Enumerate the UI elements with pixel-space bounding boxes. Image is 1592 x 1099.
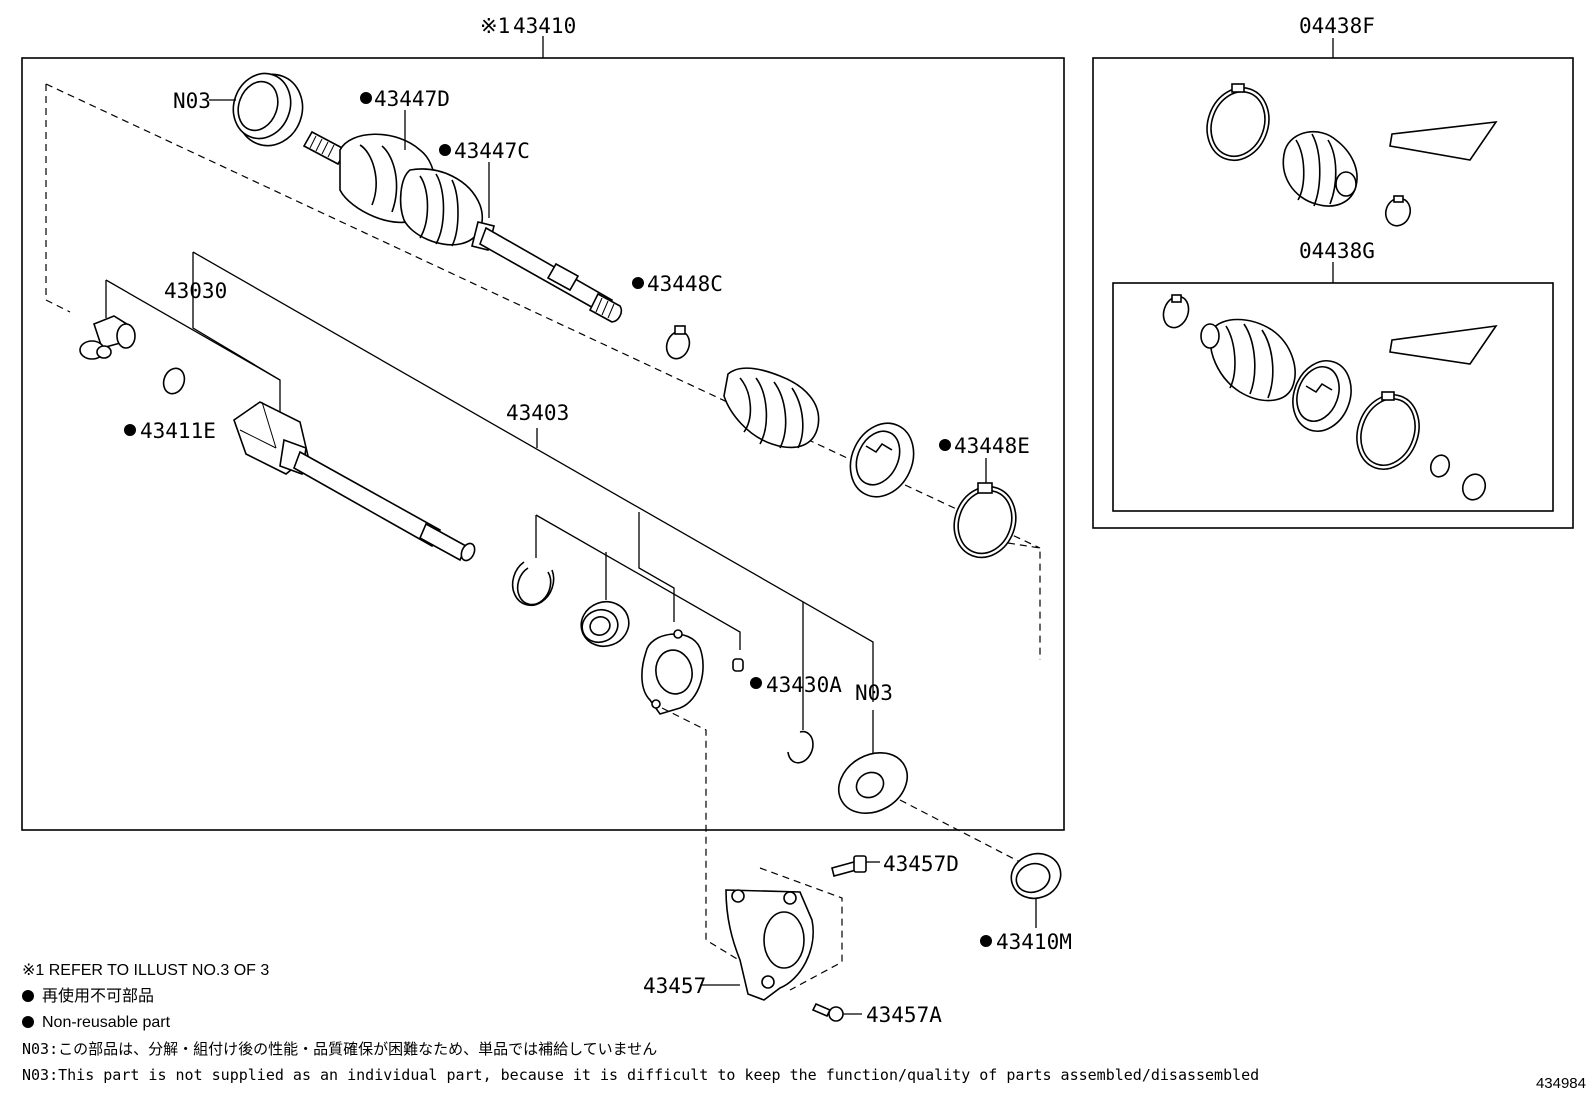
label-04438G[interactable]: 04438G (1299, 239, 1375, 263)
kit-f-clamp-large[interactable] (1197, 79, 1279, 169)
bearing[interactable] (575, 595, 635, 653)
dashed-guide-right (1007, 542, 1041, 660)
label-43448E[interactable]: 43448E (954, 434, 1030, 458)
bracket-43457[interactable] (725, 889, 814, 1001)
legend-jp: 再使用不可部品 (42, 988, 155, 1005)
label-n03-top[interactable]: N03 (173, 89, 211, 113)
outer-boot[interactable] (723, 367, 820, 449)
label-43457A[interactable]: 43457A (866, 1003, 942, 1027)
non-reusable-dot-43448e (939, 439, 951, 451)
outboard-cv-shaft[interactable] (302, 130, 623, 323)
non-reusable-dot-43411e (124, 424, 136, 436)
non-reusable-dot-43430a (750, 677, 762, 689)
leader-pin (535, 514, 741, 650)
note-refer: ※1 REFER TO ILLUST NO.3 OF 3 (22, 962, 270, 979)
kit-g-clamp-large[interactable] (1347, 386, 1429, 478)
label-43410M[interactable]: 43410M (996, 930, 1072, 954)
label-43430A[interactable]: 43430A (766, 673, 842, 697)
non-reusable-dot-43448c (632, 277, 644, 289)
label-n03-lower[interactable]: N03 (855, 681, 893, 705)
kit-g-ring-1[interactable] (1428, 453, 1452, 480)
legend-en-row: Non-reusable part (22, 1010, 1259, 1036)
label-43030[interactable]: 43030 (164, 279, 227, 303)
kit-f-clamp-small[interactable] (1382, 195, 1414, 230)
label-04438F[interactable]: 04438F (1299, 14, 1375, 38)
seal-43410m[interactable] (1005, 847, 1067, 905)
kit-f-grease-pack[interactable] (1389, 121, 1498, 161)
dashed-to-bracket (661, 707, 743, 963)
outer-joint-housing[interactable] (839, 413, 925, 507)
leader-43403-main (192, 251, 874, 702)
kit-g-ring-2[interactable] (1459, 471, 1489, 503)
bolt-43457a[interactable] (811, 1002, 844, 1022)
snap-ring-outer (511, 561, 555, 607)
snap-ring[interactable] (516, 567, 552, 606)
non-reusable-dot-43447d (360, 92, 372, 104)
tripod-joint[interactable] (79, 315, 136, 360)
dashed-to-seal (899, 799, 1021, 863)
seal-n03-top[interactable] (224, 65, 312, 155)
label-43403[interactable]: 43403 (506, 401, 569, 425)
footnotes: ※1 REFER TO ILLUST NO.3 OF 3 再使用不可部品 Non… (22, 958, 1259, 1088)
note-n03-en: N03:This part is not supplied as an indi… (22, 1066, 1260, 1084)
kit-g-grease-pack[interactable] (1389, 324, 1498, 365)
dashed-guide-left (45, 84, 71, 313)
kit-f-boot[interactable] (1282, 131, 1358, 207)
leader-housing (638, 512, 675, 622)
non-reusable-dot-43410m (980, 935, 992, 947)
label-43447C[interactable]: 43447C (454, 139, 530, 163)
label-43457[interactable]: 43457 (643, 974, 706, 998)
label-43411E[interactable]: 43411E (140, 419, 216, 443)
clamp-43448c[interactable] (663, 325, 693, 362)
non-reusable-bullet-icon (22, 990, 34, 1002)
snap-ring-43411e[interactable] (160, 365, 188, 396)
bearing-housing[interactable] (641, 629, 704, 715)
non-reusable-bullet-icon (22, 1016, 34, 1028)
illustration-number: 434984 (1535, 1075, 1586, 1092)
label-43447D[interactable]: 43447D (374, 87, 450, 111)
kit-g-boot[interactable] (1200, 318, 1296, 402)
leader-43030-b (192, 252, 281, 381)
label-43457D[interactable]: 43457D (883, 852, 959, 876)
ref-mark: ※1 (480, 14, 510, 38)
non-reusable-dot-43447c (439, 144, 451, 156)
boot-kit-frame-04438F (1092, 57, 1574, 529)
inboard-joint-shaft[interactable] (233, 401, 477, 563)
bolt-43457d[interactable] (831, 855, 867, 877)
label-43410[interactable]: 43410 (513, 14, 576, 38)
seal-n03-lower[interactable] (828, 741, 918, 825)
label-43448C[interactable]: 43448C (647, 272, 723, 296)
kit-g-housing[interactable] (1283, 353, 1360, 440)
legend-jp-row: 再使用不可部品 (22, 984, 1259, 1010)
note-n03-jp: N03:この部品は、分解・組付け後の性能・品質確保が困難なため、単品では補給して… (22, 1040, 658, 1058)
clamp-43448e[interactable] (944, 478, 1025, 566)
legend-en: Non-reusable part (42, 1014, 171, 1031)
kit-g-clamp-small[interactable] (1159, 293, 1192, 331)
dashed-bracket-guide (759, 867, 843, 991)
pin[interactable] (732, 658, 744, 672)
retaining-ring[interactable] (787, 730, 814, 764)
